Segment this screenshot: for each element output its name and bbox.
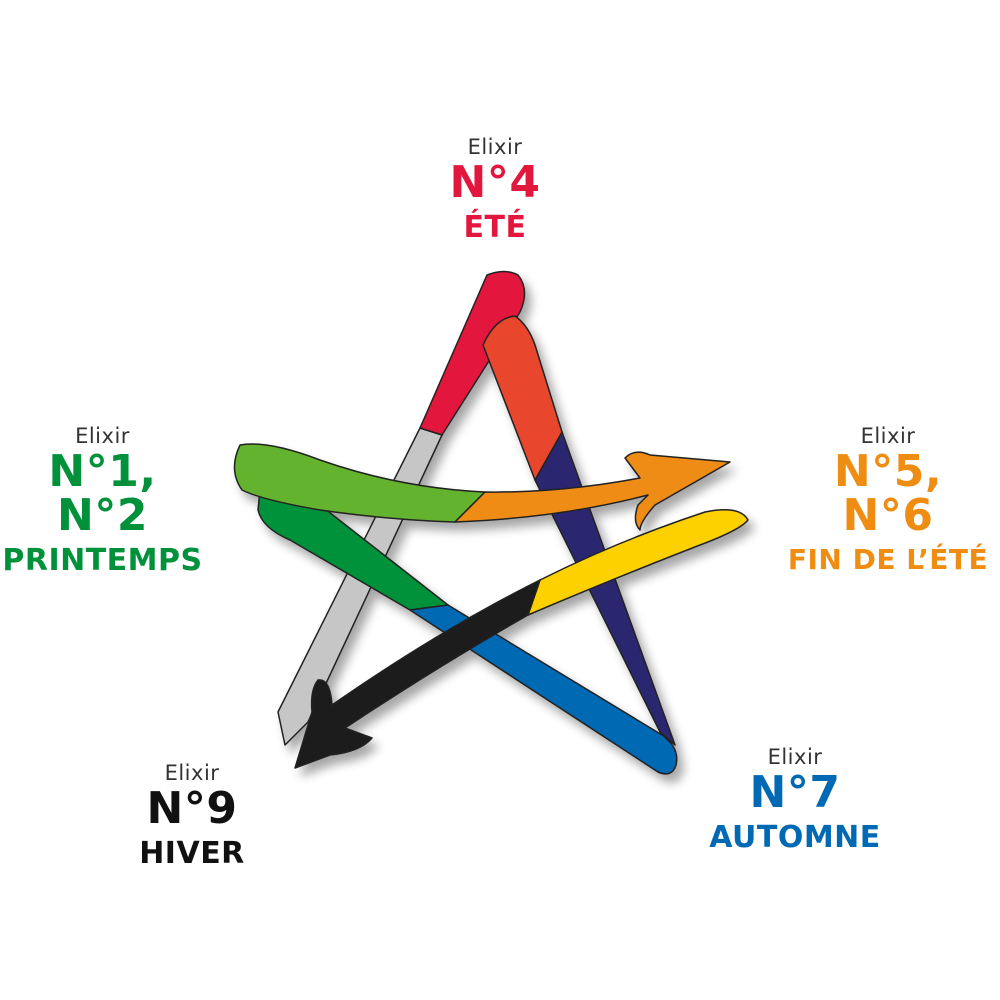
label-number: N°9	[146, 783, 238, 834]
label-number: N°5, N°6	[833, 446, 943, 541]
label-number: N°4	[449, 157, 541, 208]
stroke-light-green	[233, 443, 486, 523]
label-season: AUTOMNE	[709, 820, 881, 855]
label-season: PRINTEMPS	[2, 543, 203, 578]
label-season: FIN DE L’ÉTÉ	[787, 543, 989, 576]
label-elixir-n1-n2: Elixir N°1, N°2 PRINTEMPS	[0, 426, 205, 576]
label-season: HIVER	[139, 836, 245, 871]
label-number: N°7	[749, 767, 841, 818]
label-elixir-n4: Elixir N°4 ÉTÉ	[395, 137, 595, 243]
label-number: N°1, N°2	[48, 446, 157, 541]
label-elixir-n7: Elixir N°7 AUTOMNE	[695, 747, 895, 853]
stroke-yellow	[527, 509, 749, 616]
label-prefix: Elixir	[164, 761, 220, 785]
label-prefix: Elixir	[75, 424, 130, 448]
stroke-black-arrow	[294, 579, 541, 769]
label-prefix: Elixir	[767, 745, 823, 769]
label-season: ÉTÉ	[463, 210, 527, 245]
label-prefix: Elixir	[860, 424, 916, 448]
label-elixir-n5-n6: Elixir N°5, N°6 FIN DE L’ÉTÉ	[782, 426, 994, 574]
stroke-orange-arrow	[454, 451, 731, 531]
stroke-red-orange	[482, 315, 563, 481]
stroke-red	[419, 270, 526, 436]
label-prefix: Elixir	[467, 135, 523, 159]
label-elixir-n9: Elixir N°9 HIVER	[92, 763, 292, 869]
stroke-blue	[409, 604, 678, 775]
